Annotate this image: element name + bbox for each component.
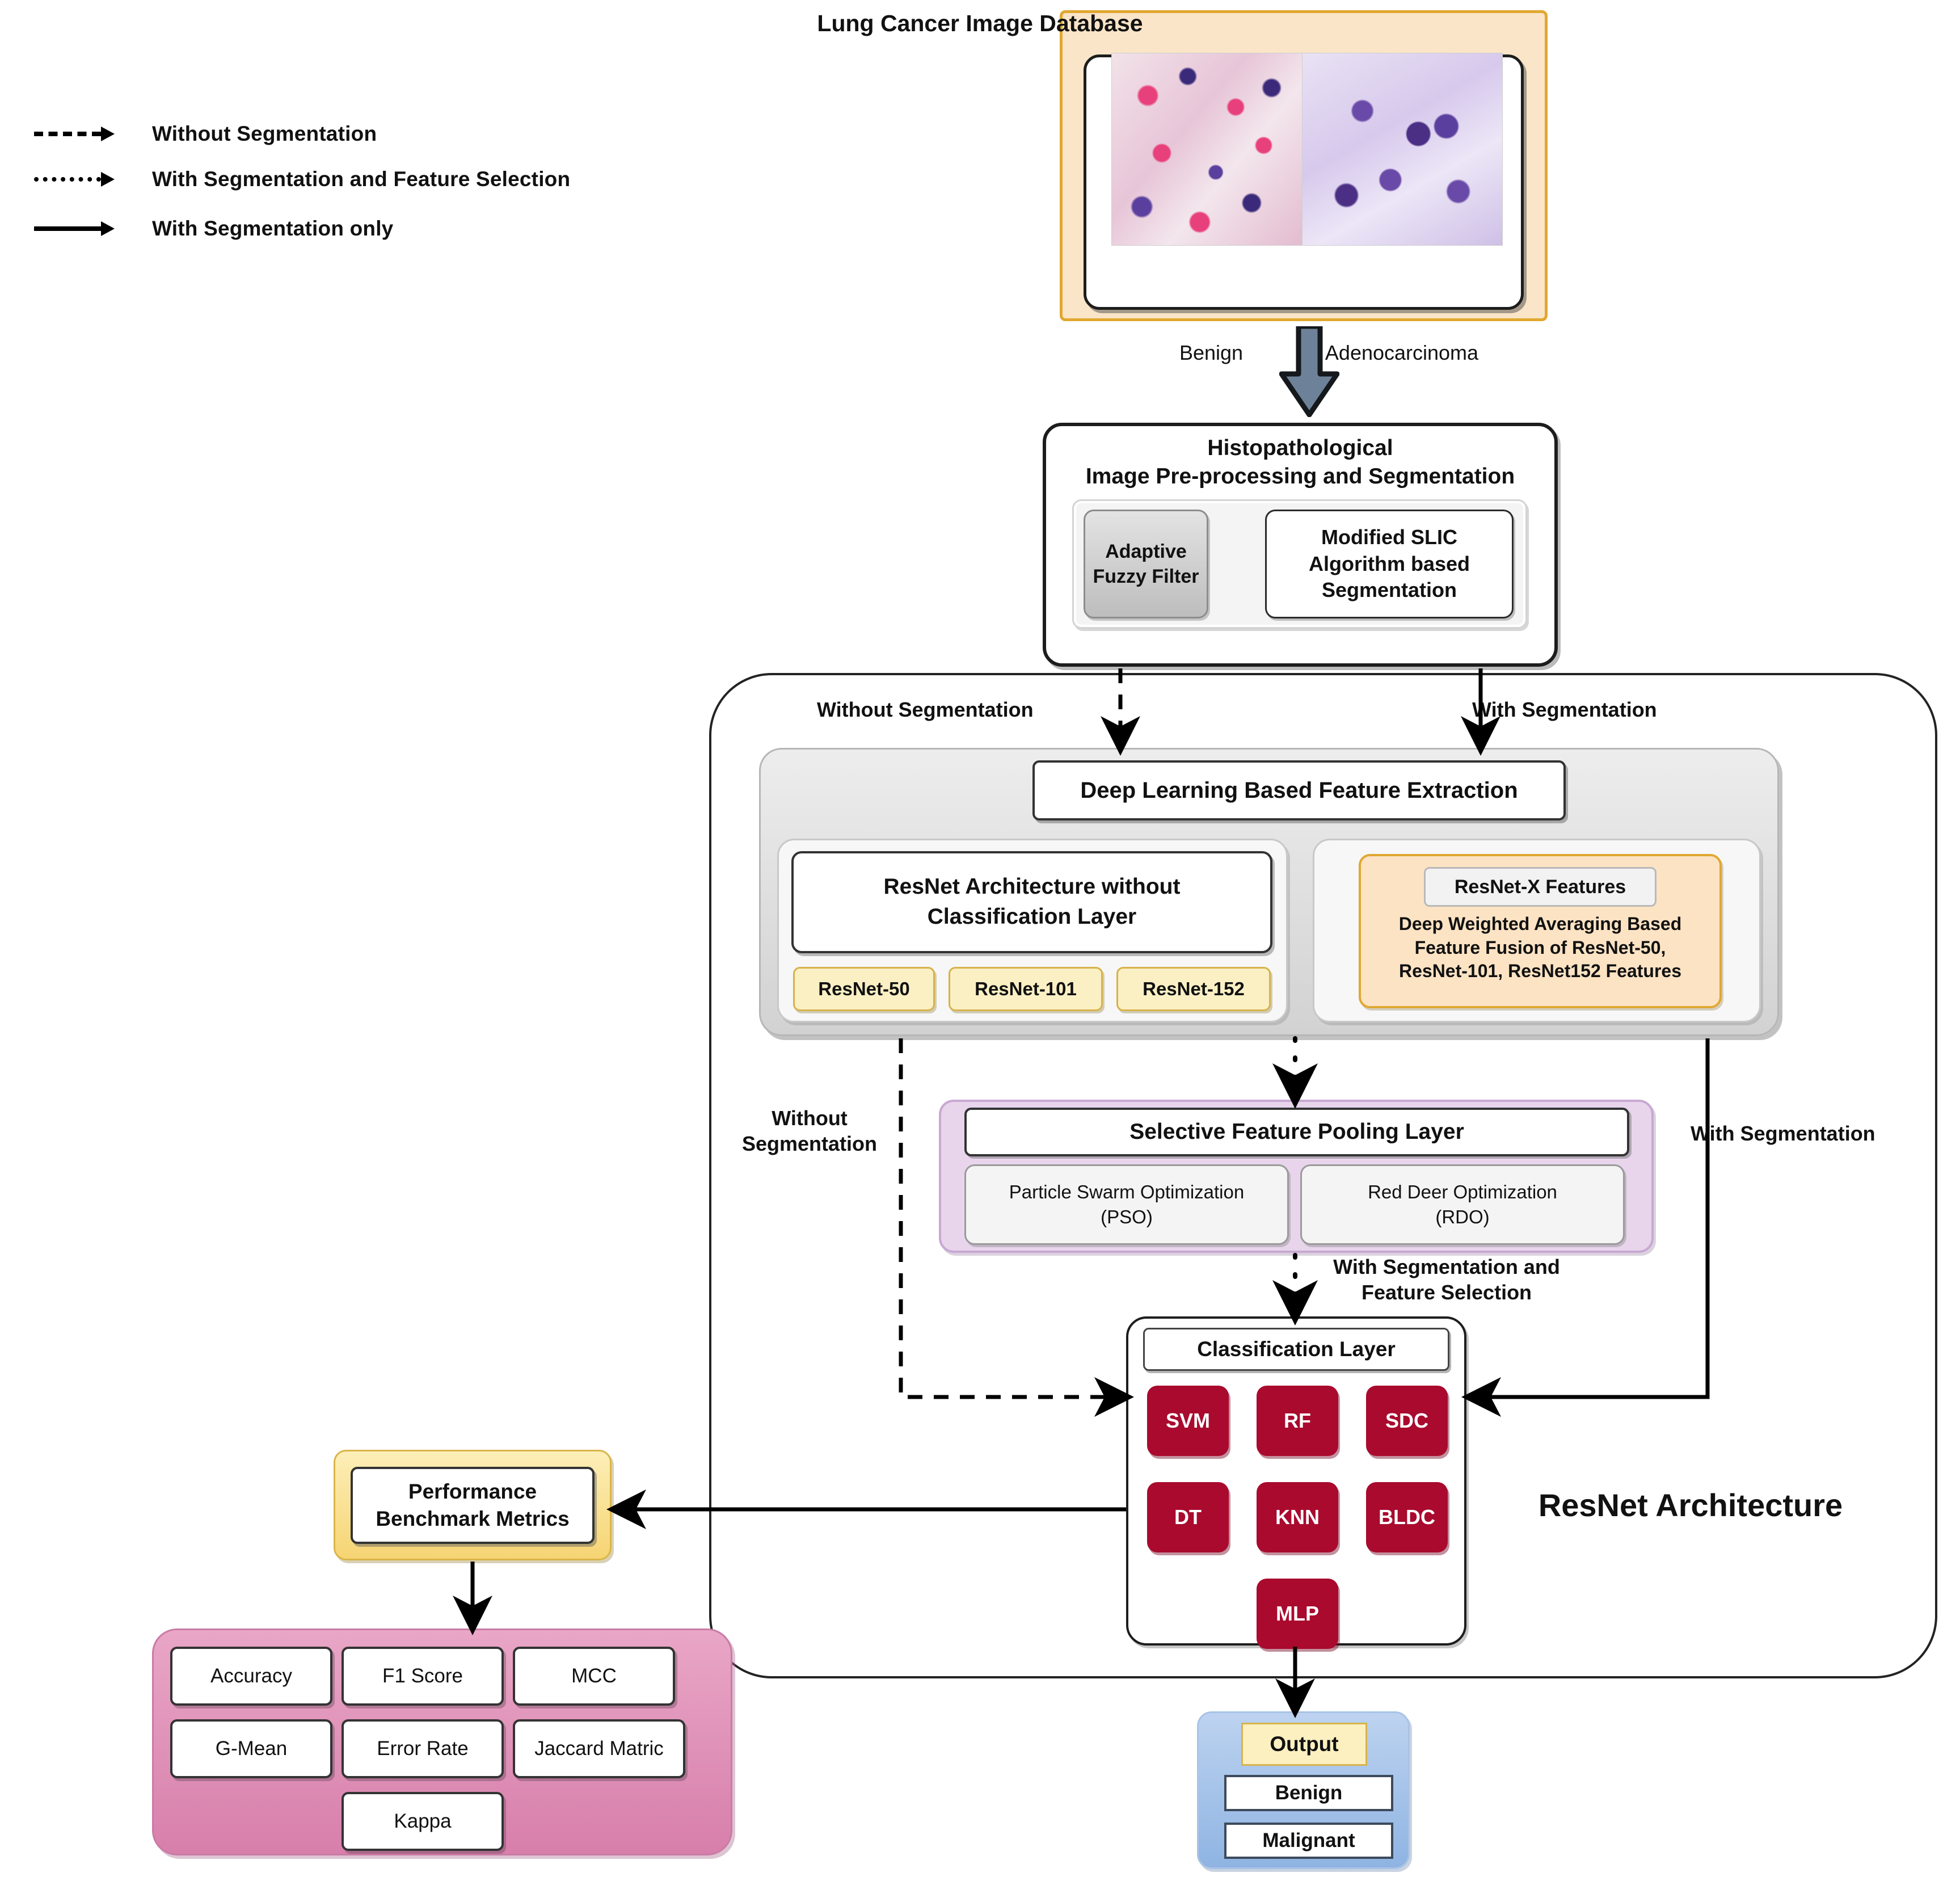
adenocarcinoma-specimen-image	[1302, 53, 1503, 246]
modified-slic-segmentation-box: Modified SLIC Algorithm based Segmentati…	[1265, 510, 1514, 618]
edge-label-without-segmentation-top: Without Segmentation	[817, 698, 1034, 721]
pso-box[interactable]: Particle Swarm Optimization (PSO)	[964, 1164, 1289, 1245]
legend-label-1: With Segmentation and Feature Selection	[152, 167, 571, 191]
metric-jaccard[interactable]: Jaccard Matric	[513, 1719, 685, 1778]
legend-label-0: Without Segmentation	[152, 122, 377, 145]
metric-error-rate[interactable]: Error Rate	[342, 1719, 504, 1778]
rdo-box[interactable]: Red Deer Optimization (RDO)	[1300, 1164, 1625, 1245]
resnet-50-chip[interactable]: ResNet-50	[793, 967, 935, 1011]
preprocessing-title-line1: Histopathological	[1207, 436, 1393, 460]
benign-caption: Benign	[1179, 341, 1244, 364]
database-to-preprocessing-arrow-icon	[1279, 323, 1340, 418]
output-class-benign: Benign	[1224, 1775, 1393, 1811]
output-title: Output	[1241, 1723, 1367, 1766]
adenocarcinoma-caption: Adenocarcinoma	[1325, 341, 1479, 364]
feature-extraction-title: Deep Learning Based Feature Extraction	[1032, 760, 1566, 820]
legend-item-2: With Segmentation only	[34, 217, 393, 241]
performance-benchmark-metrics-title: Performance Benchmark Metrics	[351, 1467, 595, 1544]
adaptive-fuzzy-filter-box: Adaptive Fuzzy Filter	[1084, 510, 1208, 618]
classifier-dt[interactable]: DT	[1147, 1482, 1229, 1552]
edge-label-with-segmentation-and-feature-selection: With Segmentation and Feature Selection	[1333, 1255, 1560, 1304]
classifier-svm[interactable]: SVM	[1147, 1386, 1229, 1456]
preprocessing-title-line2: Image Pre-processing and Segmentation	[1085, 464, 1515, 489]
benign-specimen-image	[1111, 53, 1312, 246]
feature-fusion-description: Deep Weighted Averaging Based Feature Fu…	[1398, 914, 1682, 982]
legend-label-2: With Segmentation only	[152, 217, 394, 240]
classifier-knn[interactable]: KNN	[1257, 1482, 1338, 1552]
resnet-architecture-label: ResNet Architecture	[1538, 1487, 1843, 1523]
metric-mcc[interactable]: MCC	[513, 1647, 675, 1706]
edge-label-with-segmentation-top: With Segmentation	[1472, 698, 1657, 721]
legend-item-1: With Segmentation and Feature Selection	[34, 167, 570, 191]
classifier-mlp[interactable]: MLP	[1257, 1579, 1338, 1649]
legend-item-0: Without Segmentation	[34, 122, 377, 146]
edge-label-without-segmentation-side: Without Segmentation	[741, 1106, 878, 1155]
metric-f1-score[interactable]: F1 Score	[342, 1647, 504, 1706]
metric-g-mean[interactable]: G-Mean	[170, 1719, 332, 1778]
resnet-architecture-title: ResNet Architecture without Classificati…	[791, 851, 1272, 953]
metric-accuracy[interactable]: Accuracy	[170, 1647, 332, 1706]
classifier-bldc[interactable]: BLDC	[1366, 1482, 1448, 1552]
classifier-rf[interactable]: RF	[1257, 1386, 1338, 1456]
resnet-101-chip[interactable]: ResNet-101	[949, 967, 1103, 1011]
metric-kappa[interactable]: Kappa	[342, 1792, 504, 1851]
output-class-malignant: Malignant	[1224, 1823, 1393, 1859]
classification-layer-title: Classification Layer	[1143, 1328, 1449, 1371]
database-image-panel: Benign Adenocarcinoma	[1084, 53, 1524, 364]
edge-label-with-segmentation-side: With Segmentation	[1691, 1122, 1875, 1145]
resnet-architecture-container	[709, 673, 1937, 1678]
classifier-sdc[interactable]: SDC	[1366, 1386, 1448, 1456]
resnet-x-features-badge: ResNet-X Features	[1424, 867, 1656, 907]
resnet-152-chip[interactable]: ResNet-152	[1116, 967, 1271, 1011]
database-title: Lung Cancer Image Database	[817, 10, 1143, 36]
selective-feature-pooling-title: Selective Feature Pooling Layer	[964, 1108, 1629, 1156]
